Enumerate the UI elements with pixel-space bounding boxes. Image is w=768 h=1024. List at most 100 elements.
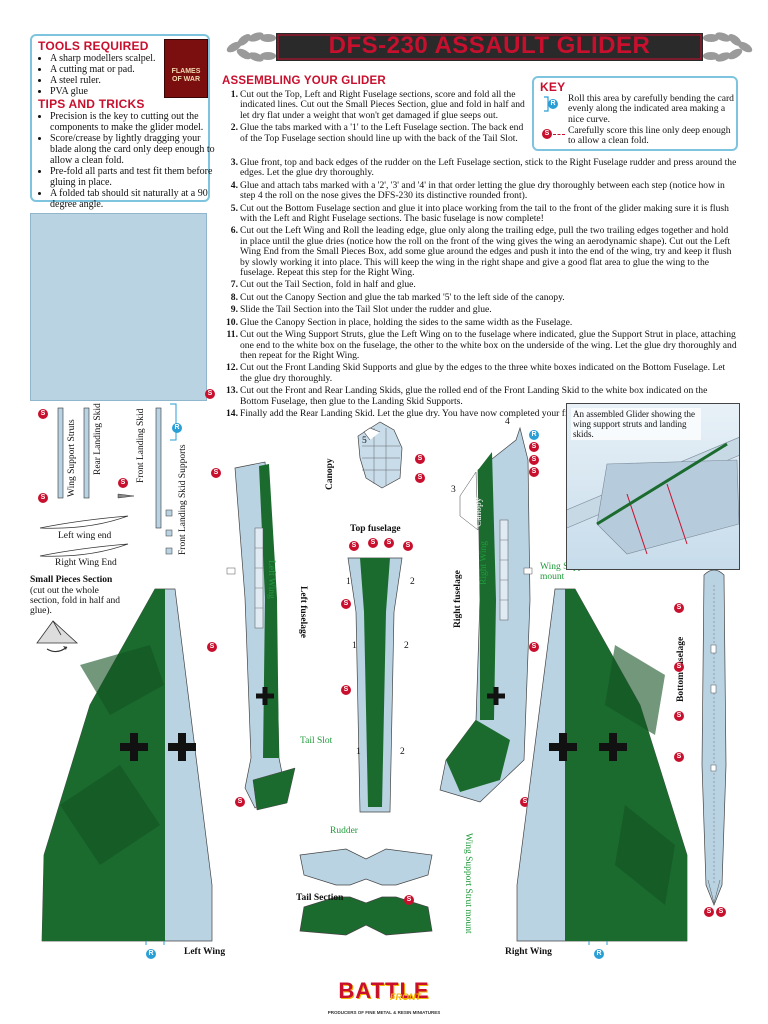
- bottom-fuselage-art: [701, 569, 727, 906]
- score-icon: S: [349, 541, 359, 551]
- canopy-art: [357, 421, 403, 489]
- label-wing-support-strut-mount-vertical: Wing Support Strut mount: [463, 833, 473, 934]
- step-item: 11.Cut out the Wing Support Struts, glue…: [226, 329, 737, 361]
- label-tail-section: Tail Section: [296, 893, 344, 903]
- small-pieces-note: (cut out the whole section, fold in half…: [30, 586, 120, 616]
- footer-tagline: PRODUCERS OF FINE METAL & RESIN MINIATUR…: [327, 1010, 441, 1015]
- label-wing-support-struts: Wing Support Struts: [67, 419, 77, 497]
- score-icon: S: [674, 752, 684, 762]
- score-icon: S: [341, 599, 351, 609]
- tool-item: A steel ruler.: [50, 75, 174, 86]
- roll-icon: R: [529, 430, 539, 440]
- step-item: 7.Cut out the Tail Section, fold in half…: [230, 279, 416, 291]
- tool-item: A cutting mat or pad.: [50, 64, 174, 75]
- fold-diagram-icon: [36, 620, 79, 653]
- score-icon: S: [716, 907, 726, 917]
- label-right-wing-inner: Right Wing: [479, 540, 489, 585]
- roll-icon: R: [594, 949, 604, 959]
- score-icon: S: [38, 493, 48, 503]
- tool-item: A sharp modellers scalpel.: [50, 53, 174, 64]
- score-icon: S: [368, 538, 378, 548]
- key-score-text: Carefully score this line only deep enou…: [568, 125, 731, 147]
- score-icon: S: [403, 541, 413, 551]
- step-item: 9.Slide the Tail Section into the Tail S…: [230, 304, 492, 316]
- step-item: 2.Glue the tabs marked with a '1' to the…: [230, 122, 524, 144]
- score-icon: S: [211, 468, 221, 478]
- tools-heading: TOOLS REQUIRED: [38, 39, 149, 53]
- label-right-wing: Right Wing: [505, 947, 552, 957]
- step-item: 8.Cut out the Canopy Section and glue th…: [230, 291, 565, 303]
- small-pieces-title: Small Pieces Section: [30, 575, 113, 585]
- title-banner: DFS-230 ASSAULT GLIDER: [212, 26, 767, 68]
- step-item: 10.Glue the Canopy Section in place, hol…: [226, 316, 573, 328]
- tab-label-2: 2: [410, 577, 415, 587]
- label-front-landing-skid: Front Landing Skid: [136, 408, 146, 483]
- left-wing-art: [41, 588, 213, 945]
- tab-label-3: 3: [451, 485, 456, 495]
- label-rear-landing-skid: Rear Landing Skid: [93, 403, 103, 475]
- step-item: 3.Glue front, top and back edges of the …: [230, 157, 737, 179]
- score-icon: S: [415, 473, 425, 483]
- tip-item: Score/crease by lightly dragging your bl…: [50, 133, 220, 166]
- glider-photo-art: [567, 437, 739, 555]
- label-left-wing-end: Left wing end: [58, 531, 112, 541]
- blank-blue-panel: [30, 213, 207, 401]
- score-icon: S: [235, 797, 245, 807]
- tool-item: PVA glue: [50, 86, 174, 97]
- label-canopy: Canopy: [325, 458, 335, 490]
- key-panel: KEY R Roll this area by carefully bendin…: [532, 76, 738, 151]
- score-icon: S: [529, 455, 539, 465]
- tip-item: Pre-fold all parts and test fit them bef…: [50, 166, 220, 188]
- small-pieces-art: [39, 403, 177, 557]
- score-icon: S: [404, 895, 414, 905]
- tail-section-art: [299, 848, 433, 936]
- score-icon: S: [520, 797, 530, 807]
- tools-list: A sharp modellers scalpel. A cutting mat…: [36, 53, 174, 97]
- score-icon: S: [674, 603, 684, 613]
- score-icon: S: [529, 442, 539, 452]
- top-fuselage-art: [347, 557, 403, 813]
- right-wing-art: [516, 588, 688, 945]
- score-icon: S: [674, 711, 684, 721]
- step-item: 13.Cut out the Front and Rear Landing Sk…: [226, 385, 708, 407]
- score-icon: S: [529, 642, 539, 652]
- laurel-ornament: [226, 32, 753, 62]
- right-fuselage-art: [439, 426, 533, 803]
- tab-label-1: 1: [356, 747, 361, 757]
- tab-label-1: 1: [352, 641, 357, 651]
- score-icon: S: [529, 467, 539, 477]
- step-item: 14.Finally add the Rear Landing Skid. Le…: [226, 407, 674, 419]
- book-logo-text: FLAMES OF WAR: [171, 68, 201, 83]
- step-item: 5.Cut out the Bottom Fuselage section an…: [230, 202, 729, 225]
- label-left-fuselage: Left fuselage: [298, 586, 308, 638]
- roll-r-icon: R: [548, 99, 558, 109]
- score-icon: S: [704, 907, 714, 917]
- label-right-fuselage: Right fuselage: [453, 570, 463, 628]
- tools-panel: TOOLS REQUIRED A sharp modellers scalpel…: [30, 34, 215, 210]
- roll-icon: R: [146, 949, 156, 959]
- tab-label-2: 2: [400, 747, 405, 757]
- score-icon: S: [38, 409, 48, 419]
- step-item: 6.Cut out the Left Wing and Roll the lea…: [230, 225, 732, 279]
- score-icon: S: [384, 538, 394, 548]
- label-top-fuselage: Top fuselage: [350, 524, 401, 534]
- label-canopy-inner: Canopy: [474, 497, 484, 527]
- key-heading: KEY: [540, 80, 566, 94]
- roll-icon: R: [172, 423, 182, 433]
- page-title: DFS-230 ASSAULT GLIDER: [328, 32, 651, 59]
- assembly-steps: 1.Cut out the Top, Left and Right Fusela…: [222, 89, 528, 146]
- step-item: 4.Glue and attach tabs marked with a '2'…: [230, 179, 725, 202]
- label-left-wing: Left Wing: [184, 947, 226, 957]
- step14-score-icon: S: [205, 389, 215, 399]
- logo-battle: BATTLE: [338, 978, 430, 1003]
- tab-label-1: 1: [346, 577, 351, 587]
- step-item: 1.Cut out the Top, Left and Right Fusela…: [230, 89, 525, 121]
- tip-item: Precision is the key to cutting out the …: [50, 111, 220, 133]
- assembly-steps-wide: 3.Glue front, top and back edges of the …: [222, 157, 738, 421]
- score-line: [553, 134, 565, 135]
- tab-label-5: 5: [362, 436, 367, 446]
- score-icon: S: [415, 454, 425, 464]
- tips-heading: TIPS AND TRICKS: [38, 97, 145, 111]
- step-item: 12.Cut out the Front Landing Skid Suppor…: [226, 362, 726, 384]
- assembled-glider-photo: An assembled Glider showing the wing sup…: [566, 403, 740, 570]
